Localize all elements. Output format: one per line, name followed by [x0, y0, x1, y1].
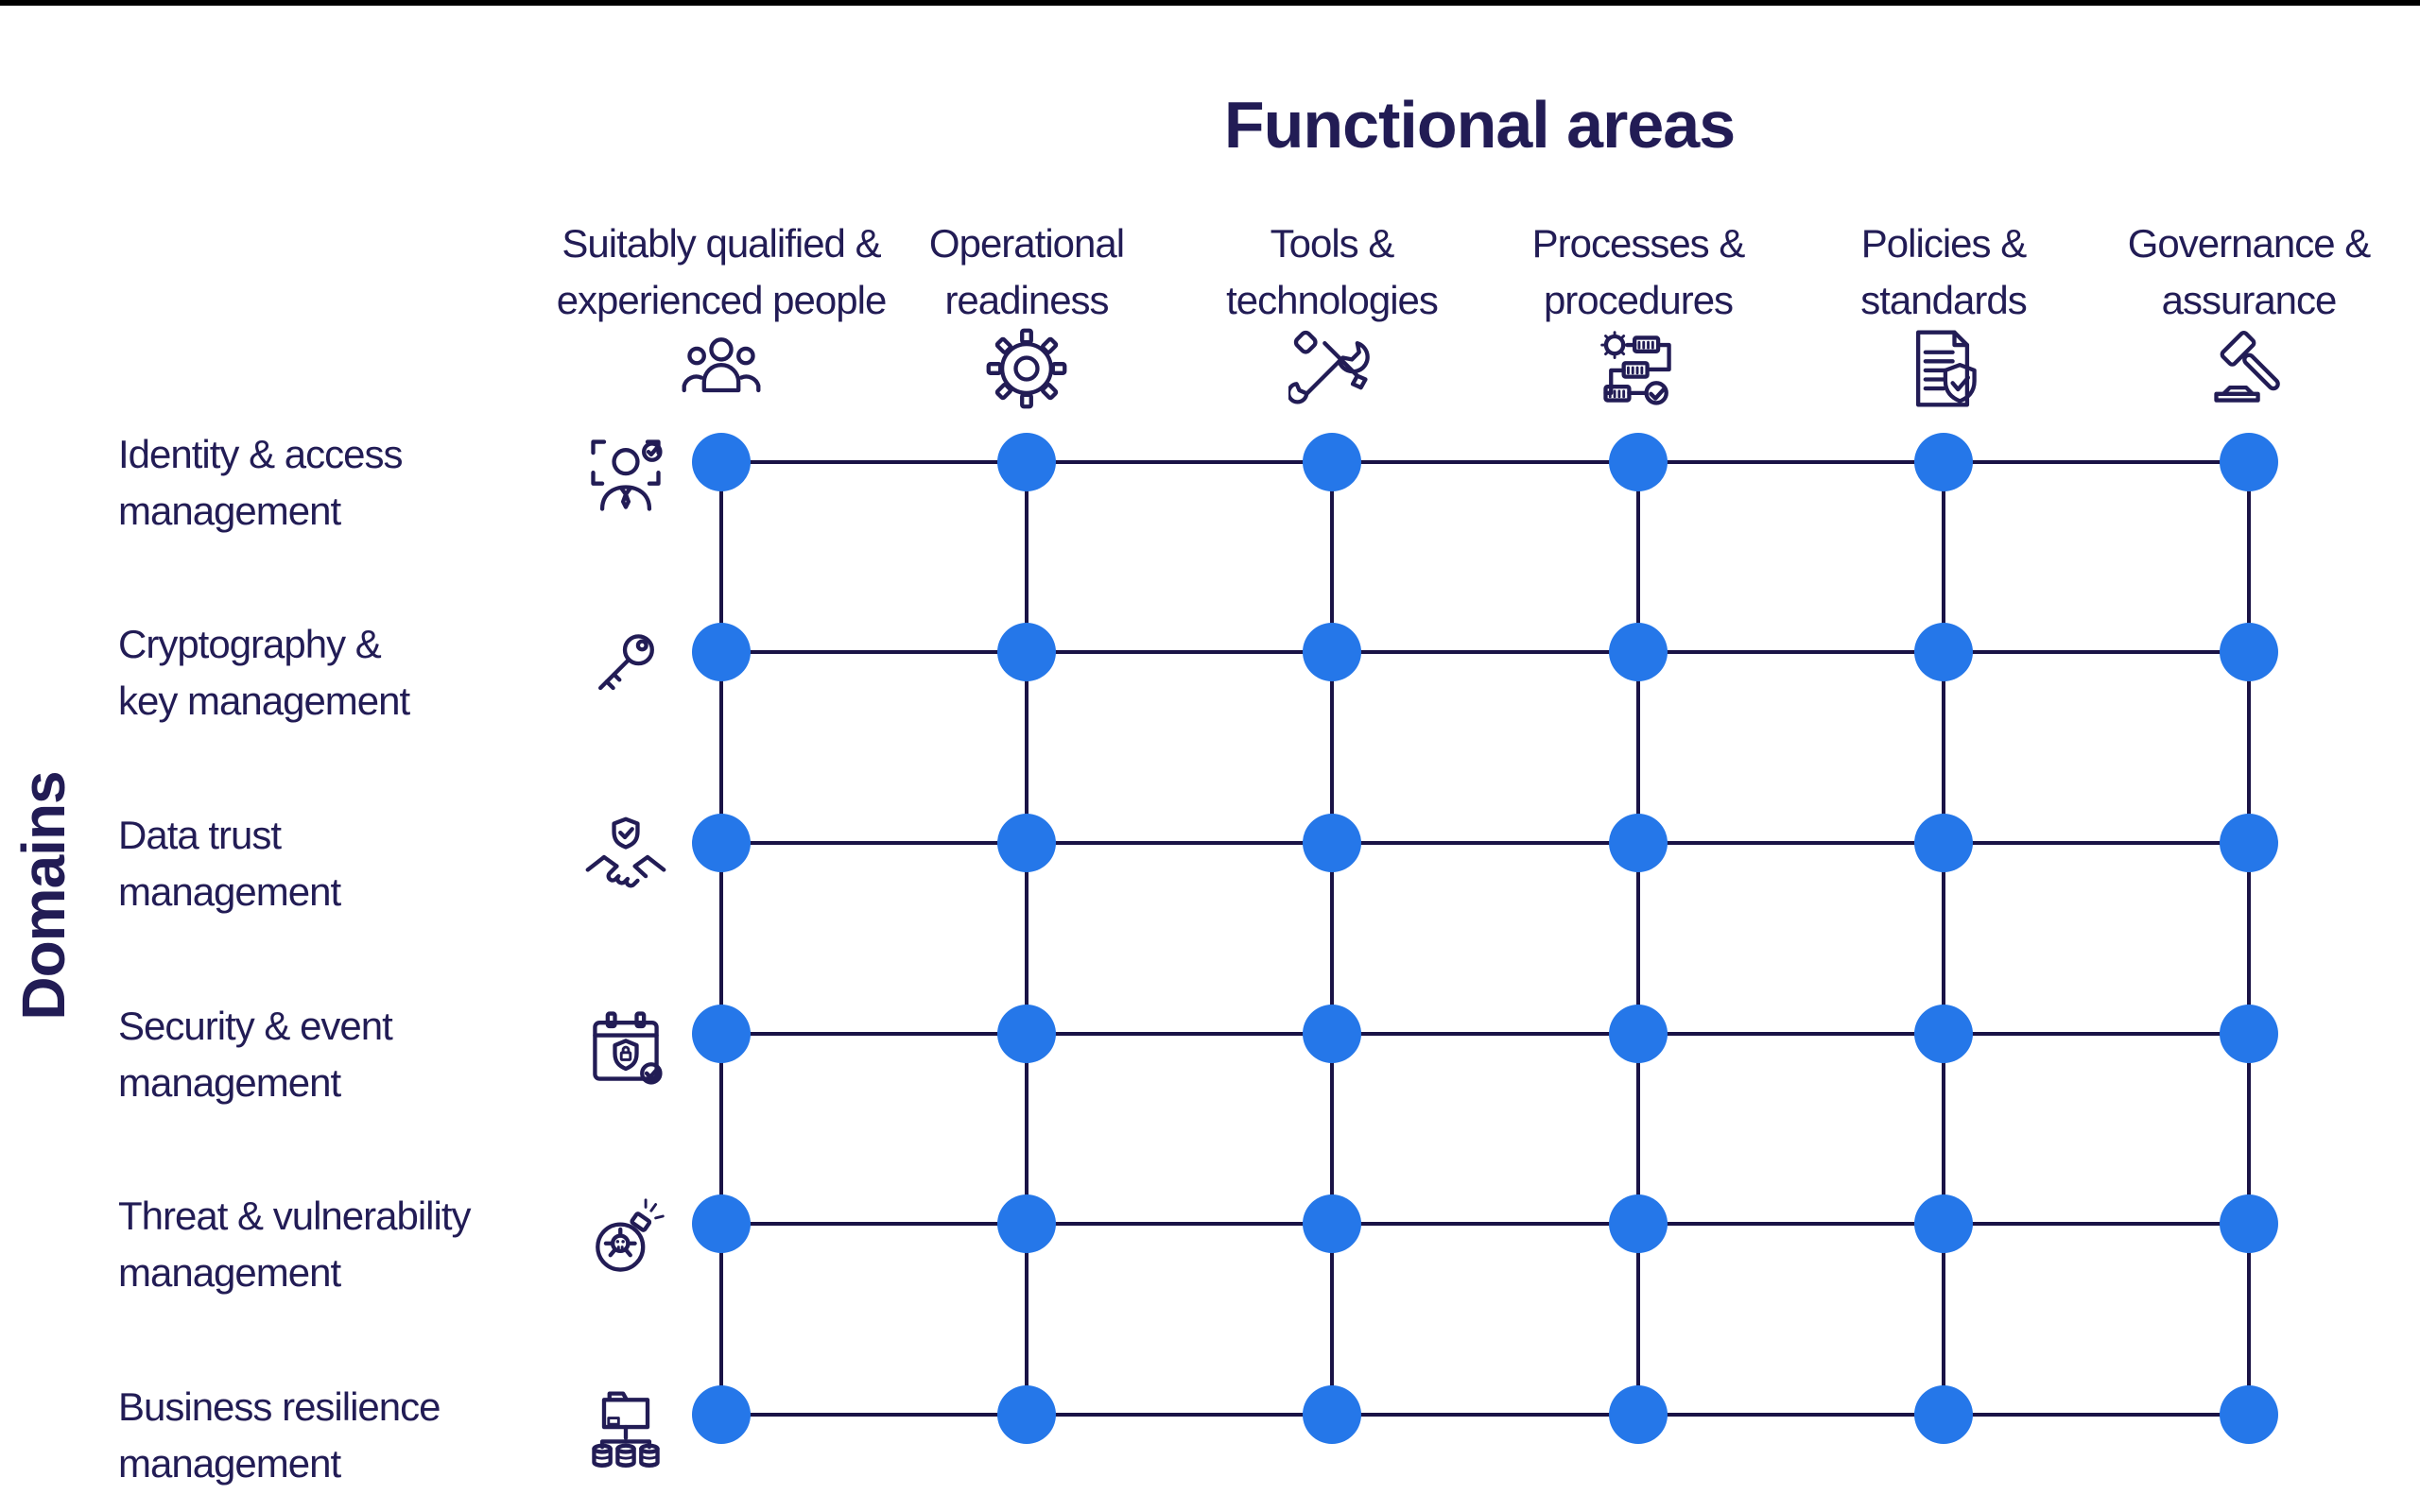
- row-label-business-resilience: Business resilience management: [118, 1379, 441, 1492]
- handshake-shield-icon: [582, 814, 669, 901]
- domain-label: management: [118, 489, 341, 533]
- matrix-dot: [692, 1005, 751, 1063]
- storage-network-icon: [582, 1385, 669, 1472]
- column-label: readiness: [944, 278, 1109, 322]
- matrix-dot: [692, 814, 751, 872]
- row-label-security-event: Security & event management: [118, 998, 393, 1111]
- matrix-dot: [1914, 1005, 1973, 1063]
- matrix-dot: [692, 433, 751, 491]
- domain-label: management: [118, 1441, 341, 1486]
- matrix-dot: [1609, 814, 1668, 872]
- column-header-people: Suitably qualified & experienced people: [518, 215, 925, 393]
- column-header-policies-standards: Policies & standards: [1740, 215, 2147, 407]
- identity-scan-icon: [582, 433, 669, 520]
- domain-label: Identity & access: [118, 432, 403, 476]
- matrix-dot: [1914, 623, 1973, 681]
- matrix-dot: [997, 1385, 1056, 1444]
- matrix-dot: [1303, 814, 1361, 872]
- matrix-dot: [1914, 814, 1973, 872]
- matrix-dot: [2220, 1385, 2278, 1444]
- calendar-security-icon: [582, 1005, 669, 1091]
- domain-label: Security & event: [118, 1004, 393, 1048]
- column-label: standards: [1860, 278, 2027, 322]
- domain-label: management: [118, 869, 341, 914]
- column-label: Suitably qualified &: [562, 221, 881, 266]
- matrix-dot: [2220, 1005, 2278, 1063]
- matrix-dot: [2220, 433, 2278, 491]
- domain-label: management: [118, 1060, 341, 1105]
- matrix-dot: [2220, 623, 2278, 681]
- column-header-tools-technologies: Tools & technologies: [1129, 215, 1535, 404]
- matrix-dot: [1914, 433, 1973, 491]
- domain-label: Threat & vulnerability: [118, 1194, 472, 1238]
- domain-label: Business resilience: [118, 1384, 441, 1429]
- matrix-dot: [692, 1385, 751, 1444]
- column-label: experienced people: [556, 278, 888, 322]
- matrix-dot: [997, 814, 1056, 872]
- matrix-dot: [997, 1194, 1056, 1253]
- row-label-threat-vulnerability: Threat & vulnerability management: [118, 1188, 472, 1301]
- matrix-dot: [1303, 1005, 1361, 1063]
- bomb-bug-icon: [582, 1194, 669, 1281]
- tools-icon: [1286, 325, 1375, 412]
- domain-label: key management: [118, 679, 410, 723]
- column-label: Tools &: [1270, 221, 1395, 266]
- matrix-dot: [692, 623, 751, 681]
- matrix-dot: [1609, 1005, 1668, 1063]
- matrix-dot: [1609, 623, 1668, 681]
- top-black-bar: [0, 0, 2420, 6]
- matrix-dot: [1303, 1194, 1361, 1253]
- matrix-dot: [1609, 433, 1668, 491]
- column-label: Governance &: [2127, 221, 2372, 266]
- matrix-dot: [2220, 814, 2278, 872]
- matrix-dot: [1303, 433, 1361, 491]
- column-header-processes-procedures: Processes & procedures: [1435, 215, 1841, 405]
- process-flow-icon: [1595, 325, 1682, 412]
- row-label-cryptography-key: Cryptography & key management: [118, 616, 410, 730]
- key-icon: [582, 623, 669, 710]
- column-label: Processes &: [1531, 221, 1746, 266]
- domain-label: management: [118, 1250, 341, 1295]
- people-icon: [678, 325, 765, 412]
- matrix-dot: [1914, 1194, 1973, 1253]
- column-label: Policies &: [1860, 221, 2027, 266]
- matrix-dot: [997, 623, 1056, 681]
- column-label: assurance: [2161, 278, 2338, 322]
- policy-document-icon: [1900, 325, 1987, 412]
- column-header-governance-assurance: Governance & assurance: [2046, 215, 2420, 403]
- row-label-data-trust: Data trust management: [118, 807, 341, 920]
- matrix-dot: [997, 433, 1056, 491]
- functional-areas-title: Functional areas: [1223, 88, 1736, 162]
- matrix-dot: [1609, 1194, 1668, 1253]
- matrix-dot: [1303, 623, 1361, 681]
- row-label-identity-access: Identity & access management: [118, 426, 403, 540]
- domain-label: Data trust: [118, 813, 282, 857]
- column-label: technologies: [1226, 278, 1439, 322]
- column-label: Operational: [928, 221, 1125, 266]
- column-label: procedures: [1543, 278, 1734, 322]
- column-header-operational-readiness: Operational readiness: [823, 215, 1230, 409]
- matrix-dot: [2220, 1194, 2278, 1253]
- matrix-dot: [692, 1194, 751, 1253]
- domain-label: Cryptography &: [118, 622, 382, 666]
- matrix-dot: [1303, 1385, 1361, 1444]
- matrix-dot: [997, 1005, 1056, 1063]
- gavel-icon: [2205, 325, 2292, 412]
- matrix-dot: [1914, 1385, 1973, 1444]
- matrix-dot: [1609, 1385, 1668, 1444]
- gear-icon: [983, 325, 1070, 412]
